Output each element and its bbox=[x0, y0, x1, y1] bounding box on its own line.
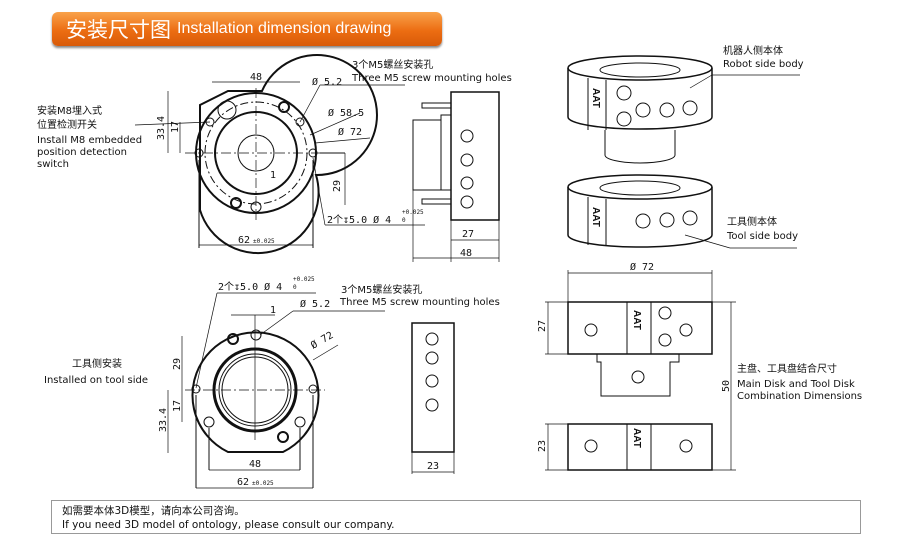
b-tol-upper: +0.025 bbox=[293, 276, 315, 283]
bottom-front-view: 2个↧5.0 Ø 4 +0.025 0 Ø 5.2 1 Ø 72 29 17 3… bbox=[44, 276, 500, 489]
b-dim-33-4: 33.4 bbox=[158, 408, 169, 432]
b-callout-holes-zh: 3个M5螺丝安装孔 bbox=[341, 283, 422, 296]
banner-title-zh: 安装尺寸图 bbox=[66, 18, 171, 42]
combo-label-en-1: Main Disk and Tool Disk bbox=[737, 379, 855, 390]
tool-side-body-iso: AAT 工具侧本体 Tool side body bbox=[567, 174, 798, 249]
b-dim-pin: 2个↧5.0 Ø 4 bbox=[218, 281, 282, 293]
tol-lower: 0 bbox=[402, 217, 406, 224]
tool-install-label-en: Installed on tool side bbox=[44, 375, 148, 386]
tol-62: ±0.025 bbox=[253, 238, 275, 245]
dim-48: 48 bbox=[250, 72, 262, 83]
c-dim-d72: Ø 72 bbox=[630, 261, 654, 273]
tool-label-en: Tool side body bbox=[726, 231, 798, 242]
callout-switch-en-1: Install M8 embedded bbox=[37, 135, 142, 146]
top-side-view: 27 48 bbox=[412, 91, 500, 262]
dim-1: 1 bbox=[270, 170, 276, 181]
b-dim-17: 17 bbox=[172, 400, 183, 412]
brand-text-tool: AAT bbox=[590, 207, 601, 227]
combination-view: Ø 72 AAT AAT 27 23 50 主盘、工具盘结合尺寸 Main Di… bbox=[537, 261, 862, 471]
section-banner: 安装尺寸图 Installation dimension drawing bbox=[52, 12, 442, 46]
b-dim-29: 29 bbox=[172, 358, 183, 370]
b-dim-1: 1 bbox=[270, 305, 276, 316]
footer-note: 如需要本体3D模型，请向本公司咨询。 If you need 3D model … bbox=[51, 500, 861, 534]
brand-text-combo-top: AAT bbox=[631, 310, 642, 330]
robot-label-zh: 机器人侧本体 bbox=[723, 44, 783, 57]
tool-label-zh: 工具侧本体 bbox=[727, 215, 777, 228]
callout-holes-zh: 3个M5螺丝安装孔 bbox=[352, 58, 433, 71]
c-dim-50: 50 bbox=[721, 380, 732, 392]
callout-switch-zh-2: 位置检测开关 bbox=[37, 118, 97, 131]
combo-label-en-2: Combination Dimensions bbox=[737, 391, 862, 402]
b-dim-62: 62 bbox=[237, 477, 249, 488]
dim-d58-5: Ø 58.5 bbox=[328, 107, 364, 119]
banner-title-en: Installation dimension drawing bbox=[177, 20, 392, 37]
footer-note-zh: 如需要本体3D模型，请向本公司咨询。 bbox=[62, 505, 245, 517]
brand-text-combo-bottom: AAT bbox=[631, 428, 642, 448]
robot-label-en: Robot side body bbox=[723, 59, 804, 70]
dim-33-4: 33.4 bbox=[156, 116, 167, 140]
callout-switch-en-2: position detection bbox=[37, 147, 127, 158]
top-front-view: 48 Ø 5.2 Ø 58.5 Ø 72 33.4 17 29 1 2个↧5.0… bbox=[37, 54, 512, 255]
c-dim-23: 23 bbox=[537, 440, 548, 452]
dim-62: 62 bbox=[238, 235, 250, 246]
dim-29: 29 bbox=[332, 180, 343, 192]
b-callout-holes-en: Three M5 screw mounting holes bbox=[339, 297, 500, 308]
b-tol-lower: 0 bbox=[293, 284, 297, 291]
b-tol-62: ±0.025 bbox=[252, 480, 274, 487]
robot-side-body-iso: AAT 机器人侧本体 Robot side body bbox=[567, 44, 804, 164]
brand-text-robot: AAT bbox=[590, 88, 601, 108]
side-dim-48: 48 bbox=[460, 248, 472, 259]
callout-holes-en: Three M5 screw mounting holes bbox=[351, 73, 512, 84]
b-side-dim-23: 23 bbox=[427, 461, 439, 472]
callout-switch-zh-1: 安装M8埋入式 bbox=[37, 104, 102, 117]
b-dim-d5-2: Ø 5.2 bbox=[300, 298, 330, 310]
combo-label-zh: 主盘、工具盘结合尺寸 bbox=[737, 362, 837, 375]
b-dim-48: 48 bbox=[249, 459, 261, 470]
tool-install-label-zh: 工具侧安装 bbox=[72, 357, 122, 370]
dim-d5-2: Ø 5.2 bbox=[312, 76, 342, 88]
callout-switch-en-3: switch bbox=[37, 159, 69, 170]
side-dim-27: 27 bbox=[462, 229, 474, 240]
b-dim-d72: Ø 72 bbox=[309, 329, 336, 351]
c-dim-27: 27 bbox=[537, 320, 548, 332]
dim-17: 17 bbox=[170, 121, 181, 133]
dim-pin: 2个↧5.0 Ø 4 bbox=[327, 214, 391, 226]
bottom-side-view: 23 bbox=[411, 322, 455, 474]
footer-note-en: If you need 3D model of ontology, please… bbox=[62, 519, 395, 531]
dim-d72: Ø 72 bbox=[338, 126, 362, 138]
